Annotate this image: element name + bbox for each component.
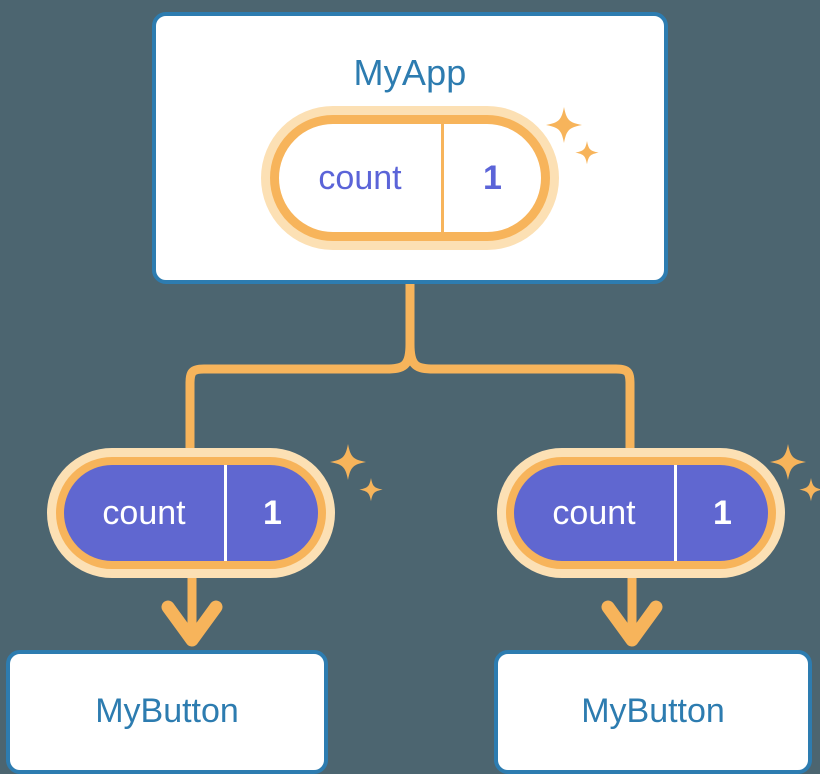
- sparkle-icon: [330, 444, 383, 502]
- state-value-label: 1: [263, 493, 282, 532]
- state-pill-child-left[interactable]: count 1: [56, 457, 326, 569]
- button-card-label: MyButton: [581, 692, 725, 730]
- state-pill[interactable]: count 1: [270, 115, 550, 241]
- button-card-left[interactable]: MyButton: [6, 650, 328, 774]
- state-key-label: count: [102, 493, 186, 532]
- arrow-head-left: [161, 600, 223, 647]
- state-key-label: count: [318, 158, 402, 197]
- pill-divider: [674, 465, 677, 561]
- state-pill-app[interactable]: count 1: [270, 115, 550, 241]
- button-card-label: MyButton: [95, 692, 239, 730]
- button-card-right[interactable]: MyButton: [494, 650, 812, 774]
- connector-branch-left: [185, 343, 415, 455]
- state-pill-child-right[interactable]: count 1: [506, 457, 776, 569]
- pill-divider: [224, 465, 227, 561]
- state-value-label: 1: [483, 158, 502, 197]
- state-pill[interactable]: count 1: [56, 457, 326, 569]
- page-title: MyApp: [353, 52, 467, 93]
- connector-branch-right: [405, 343, 635, 455]
- state-key-label: count: [552, 493, 636, 532]
- pill-divider: [441, 124, 444, 232]
- arrow-head-right: [601, 600, 663, 647]
- state-value-label: 1: [713, 493, 732, 532]
- state-pill[interactable]: count 1: [506, 457, 776, 569]
